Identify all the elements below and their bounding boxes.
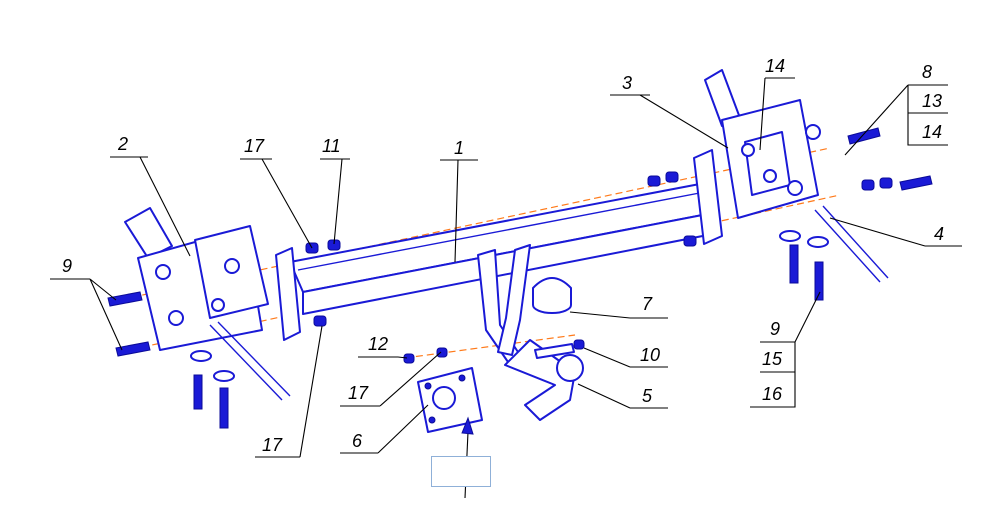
left-bracket (124, 207, 291, 401)
callout-17-top: 17 (244, 136, 265, 156)
callout-14-right: 14 (922, 122, 942, 142)
callout-5: 5 (642, 386, 653, 406)
fasteners (107, 127, 933, 429)
right-end-plate (693, 149, 723, 245)
callout-16: 16 (762, 384, 783, 404)
cross-beam (289, 182, 719, 315)
socket-plate (417, 367, 483, 433)
callout-8: 8 (922, 62, 932, 82)
callout-2: 2 (117, 134, 128, 154)
callout-17-middle: 17 (348, 383, 369, 403)
right-bracket (704, 69, 889, 283)
tow-ball (504, 339, 584, 421)
callout-9-left: 9 (62, 256, 72, 276)
callout-17-bottom: 17 (262, 435, 283, 455)
callout-11: 11 (322, 136, 341, 156)
callout-4: 4 (934, 224, 944, 244)
leader-lines (50, 77, 962, 499)
ball-cover (532, 277, 572, 314)
left-end-plate (275, 247, 301, 341)
label-box (431, 456, 491, 487)
callout-3: 3 (622, 73, 632, 93)
callout-15: 15 (762, 349, 783, 369)
callout-13: 13 (922, 91, 942, 111)
callout-10: 10 (640, 345, 660, 365)
callout-7: 7 (642, 294, 653, 314)
callout-6: 6 (352, 431, 363, 451)
callout-1: 1 (454, 138, 464, 158)
callout-12: 12 (368, 334, 388, 354)
callout-14-top: 14 (765, 56, 785, 76)
bolt-axis-hitch (404, 334, 576, 359)
callout-9-right: 9 (770, 319, 780, 339)
